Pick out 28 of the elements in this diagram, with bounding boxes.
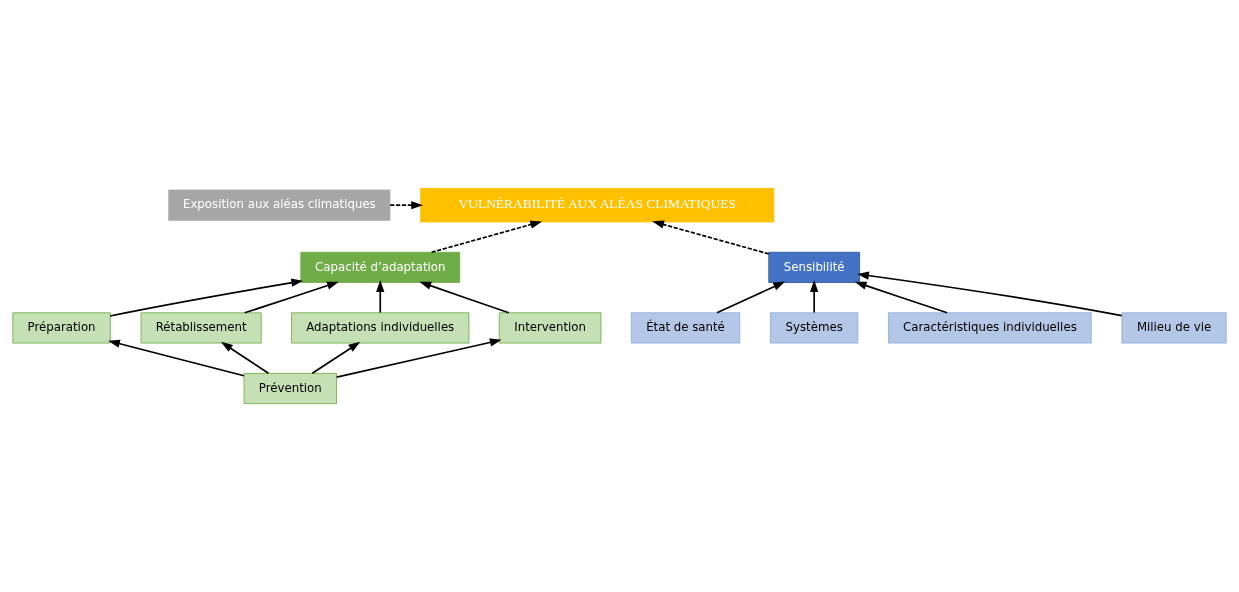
arrow: [220, 341, 270, 375]
arrow: [854, 281, 948, 314]
node-box: Préparation: [12, 312, 111, 344]
node-box: Caractéristiques individuelles: [888, 312, 1092, 344]
arrow: [243, 281, 339, 314]
node-box: Adaptations individuelles: [291, 312, 470, 344]
node-box: Exposition aux aléas climatiques: [168, 189, 391, 221]
arrow: [430, 220, 543, 254]
node-box: Rétablissement: [140, 312, 262, 344]
arrow: [109, 278, 304, 317]
node-box: Capacité d’adaptation: [300, 251, 461, 283]
arrow: [810, 280, 819, 314]
node-box: État de santé: [630, 312, 741, 344]
arrow: [335, 338, 502, 378]
node-box: VULNÉRABILITÉ AUX ALÉAS CLIMATIQUES: [420, 187, 775, 223]
arrow: [108, 339, 245, 377]
node-box: Prévention: [243, 372, 337, 405]
arrow: [652, 220, 770, 255]
arrow: [419, 281, 510, 314]
node-box: Milieu de vie: [1121, 312, 1227, 344]
arrow: [389, 201, 424, 210]
arrow: [311, 341, 361, 375]
arrow: [857, 271, 1123, 317]
arrow: [376, 280, 385, 314]
node-box: Systèmes: [770, 312, 859, 344]
node-box: Sensibilité: [768, 251, 860, 283]
arrow: [716, 281, 786, 314]
node-box: Intervention: [498, 312, 602, 344]
